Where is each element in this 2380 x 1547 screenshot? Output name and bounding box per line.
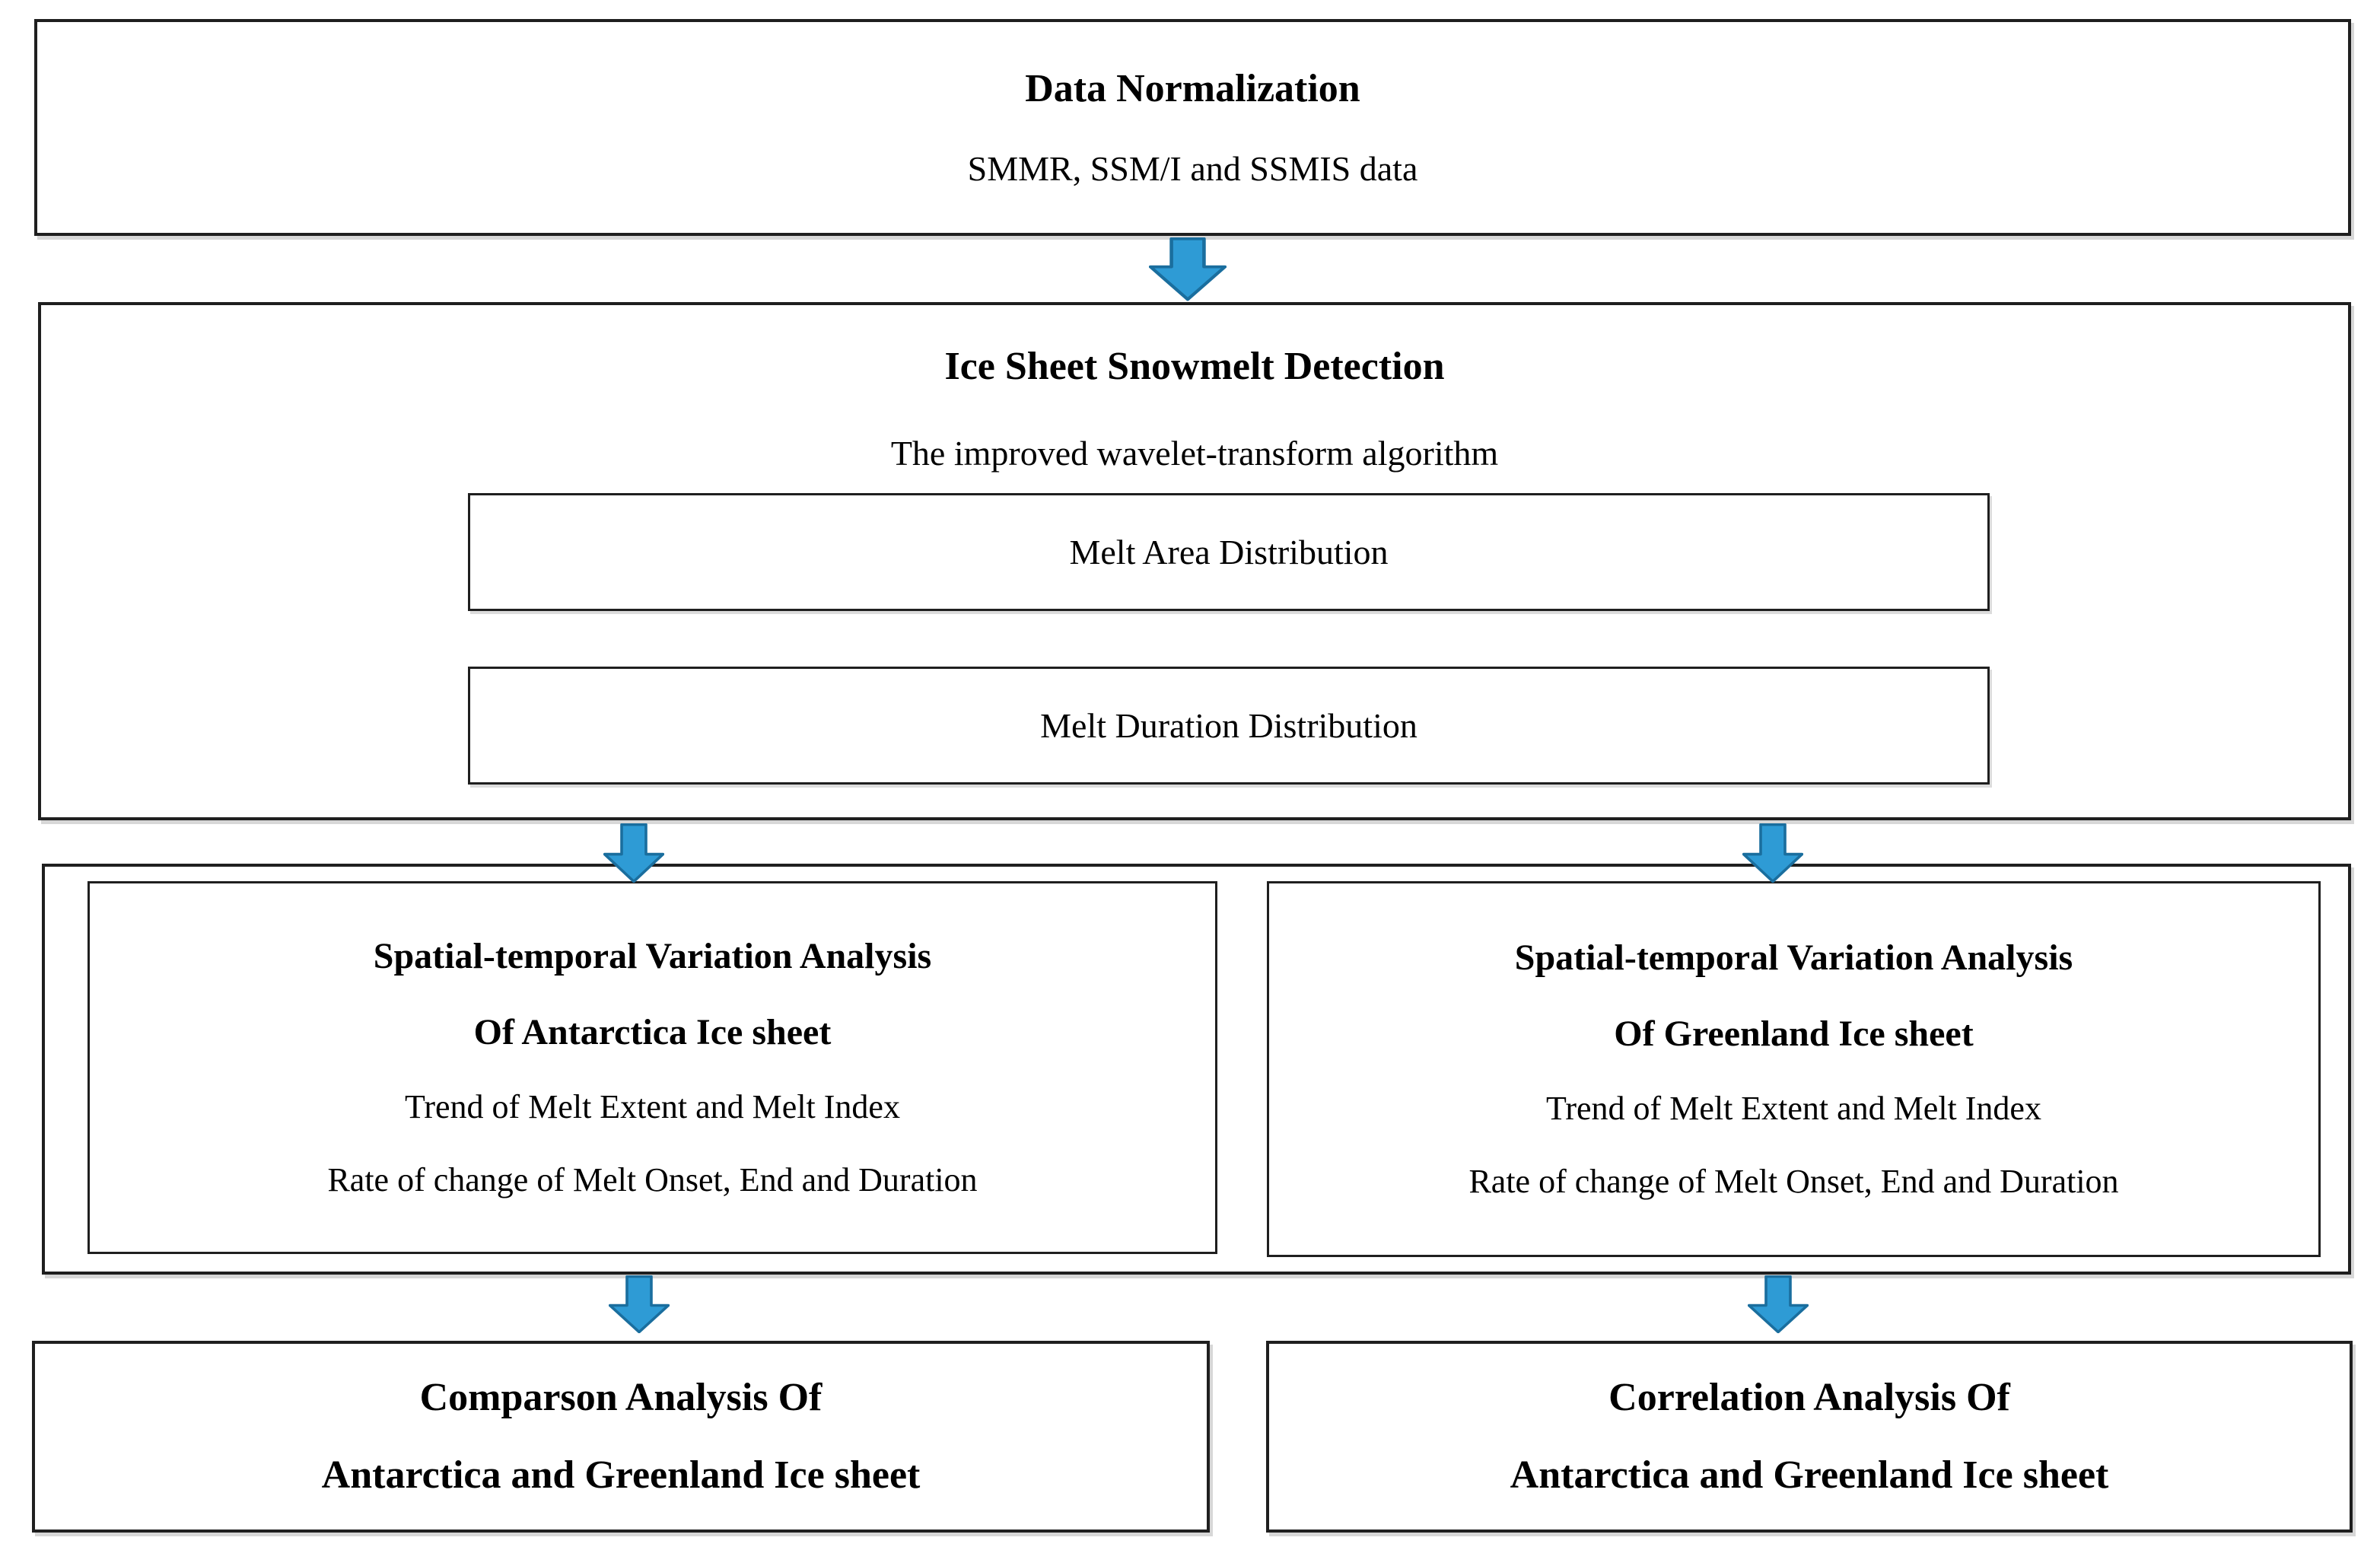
melt-duration-distribution-box: Melt Duration Distribution: [468, 667, 1990, 785]
down-arrow-icon: [603, 823, 664, 883]
melt-area-distribution-box: Melt Area Distribution: [468, 493, 1990, 611]
melt-duration-distribution-label: Melt Duration Distribution: [1040, 705, 1418, 745]
greenland-body-line1: Trend of Melt Extent and Melt Index: [1546, 1090, 2041, 1127]
comparison-title-line2: Antarctica and Greenland Ice sheet: [321, 1453, 921, 1497]
comparison-analysis-content: Comparson Analysis Of Antarctica and Gre…: [35, 1344, 1207, 1529]
correlation-title-line1: Correlation Analysis Of: [1608, 1376, 2010, 1419]
correlation-analysis-content: Correlation Analysis Of Antarctica and G…: [1269, 1344, 2350, 1529]
greenland-title-line2: Of Greenland Ice sheet: [1614, 1014, 1974, 1054]
greenland-body-line2: Rate of change of Melt Onset, End and Du…: [1468, 1163, 2119, 1200]
antarctica-title-line2: Of Antarctica Ice sheet: [473, 1012, 832, 1052]
greenland-analysis-content: Spatial-temporal Variation Analysis Of G…: [1269, 883, 2318, 1255]
data-normalization-content: Data Normalization SMMR, SSM/I and SSMIS…: [37, 22, 2348, 233]
antarctica-title-line1: Spatial-temporal Variation Analysis: [373, 936, 932, 976]
correlation-analysis-box: Correlation Analysis Of Antarctica and G…: [1266, 1341, 2353, 1533]
data-normalization-box: Data Normalization SMMR, SSM/I and SSMIS…: [34, 19, 2351, 236]
down-arrow-icon: [609, 1275, 670, 1333]
antarctica-analysis-content: Spatial-temporal Variation Analysis Of A…: [90, 883, 1215, 1252]
melt-area-distribution-label: Melt Area Distribution: [1069, 532, 1389, 571]
greenland-title-line1: Spatial-temporal Variation Analysis: [1514, 937, 2073, 978]
correlation-title-line2: Antarctica and Greenland Ice sheet: [1510, 1453, 2109, 1497]
snowmelt-detection-subtitle: The improved wavelet-transform algorithm: [890, 434, 1499, 473]
comparison-analysis-box: Comparson Analysis Of Antarctica and Gre…: [32, 1341, 1210, 1533]
comparison-title-line1: Comparson Analysis Of: [419, 1376, 822, 1419]
down-arrow-icon: [1742, 823, 1803, 883]
down-arrow-icon: [1748, 1275, 1809, 1333]
greenland-analysis-box: Spatial-temporal Variation Analysis Of G…: [1267, 881, 2321, 1257]
data-normalization-subtitle: SMMR, SSM/I and SSMIS data: [967, 148, 1418, 188]
antarctica-body-line1: Trend of Melt Extent and Melt Index: [405, 1088, 900, 1125]
data-normalization-title: Data Normalization: [1025, 66, 1360, 110]
antarctica-body-line2: Rate of change of Melt Onset, End and Du…: [327, 1161, 978, 1198]
down-arrow-icon: [1149, 237, 1227, 301]
antarctica-analysis-box: Spatial-temporal Variation Analysis Of A…: [88, 881, 1217, 1254]
snowmelt-detection-title: Ice Sheet Snowmelt Detection: [944, 345, 1445, 388]
